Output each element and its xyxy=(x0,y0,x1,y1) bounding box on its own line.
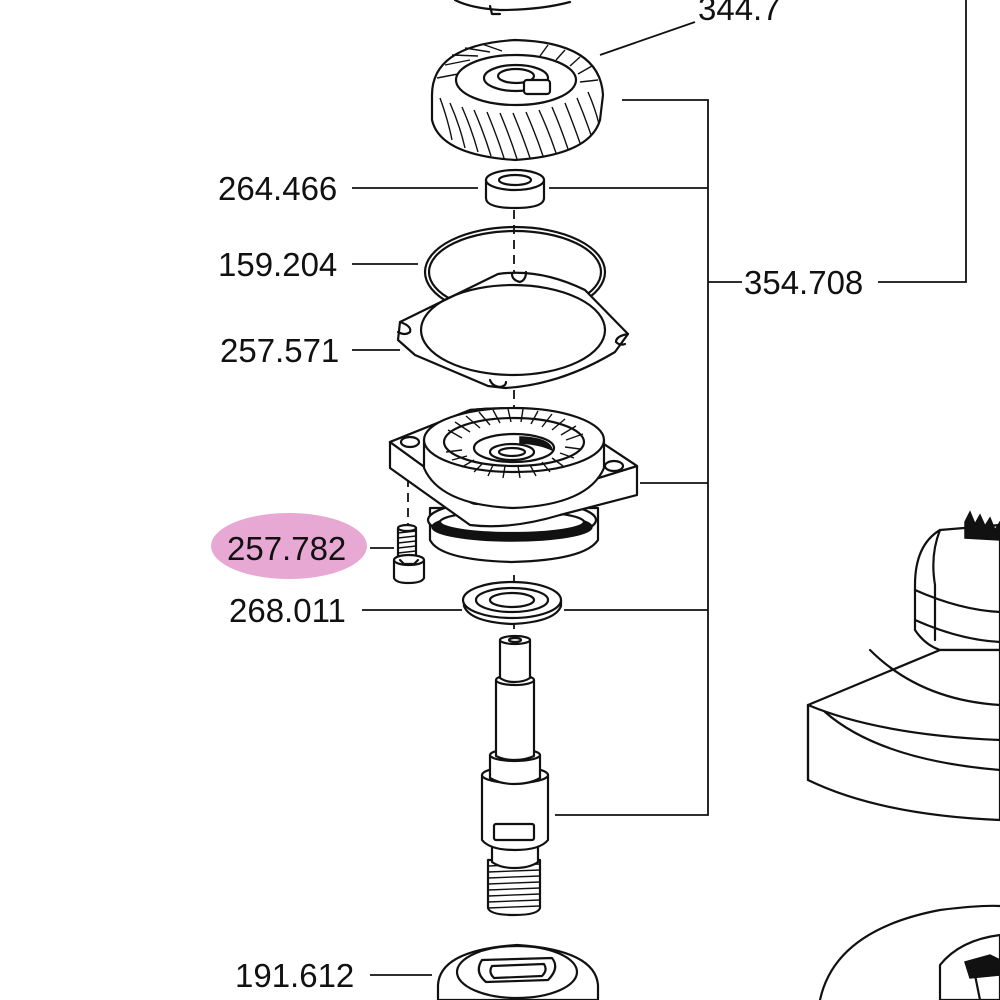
gear-housing-drawing xyxy=(806,510,1000,822)
highlight-ellipse xyxy=(211,513,367,579)
screw-drawing xyxy=(392,523,426,585)
part-number-gasket: 257.571 xyxy=(220,332,339,369)
top-part-fragment xyxy=(453,0,572,16)
part-number-o-ring: 159.204 xyxy=(218,246,337,283)
bearing-drawing xyxy=(484,168,546,210)
leader-gear-top xyxy=(599,21,696,56)
part-number-bearing: 264.466 xyxy=(218,170,337,207)
gasket-drawing xyxy=(396,270,630,390)
part-number-assembly: 354.708 xyxy=(744,264,863,301)
washer-drawing xyxy=(461,580,563,626)
assembly-bracket xyxy=(549,0,967,816)
disc-fragment-drawing xyxy=(818,904,1000,1000)
part-number-screw[interactable]: 257.782 xyxy=(227,530,346,567)
bevel-gear-drawing xyxy=(430,38,605,162)
bearing-flange-drawing xyxy=(388,406,639,564)
part-number-washer: 268.011 xyxy=(229,592,346,629)
part-number-gear-top: 344.7 xyxy=(698,0,781,27)
spindle-shaft-drawing xyxy=(480,634,550,917)
part-number-nut: 191.612 xyxy=(235,957,354,994)
nut-drawing xyxy=(436,943,600,1000)
